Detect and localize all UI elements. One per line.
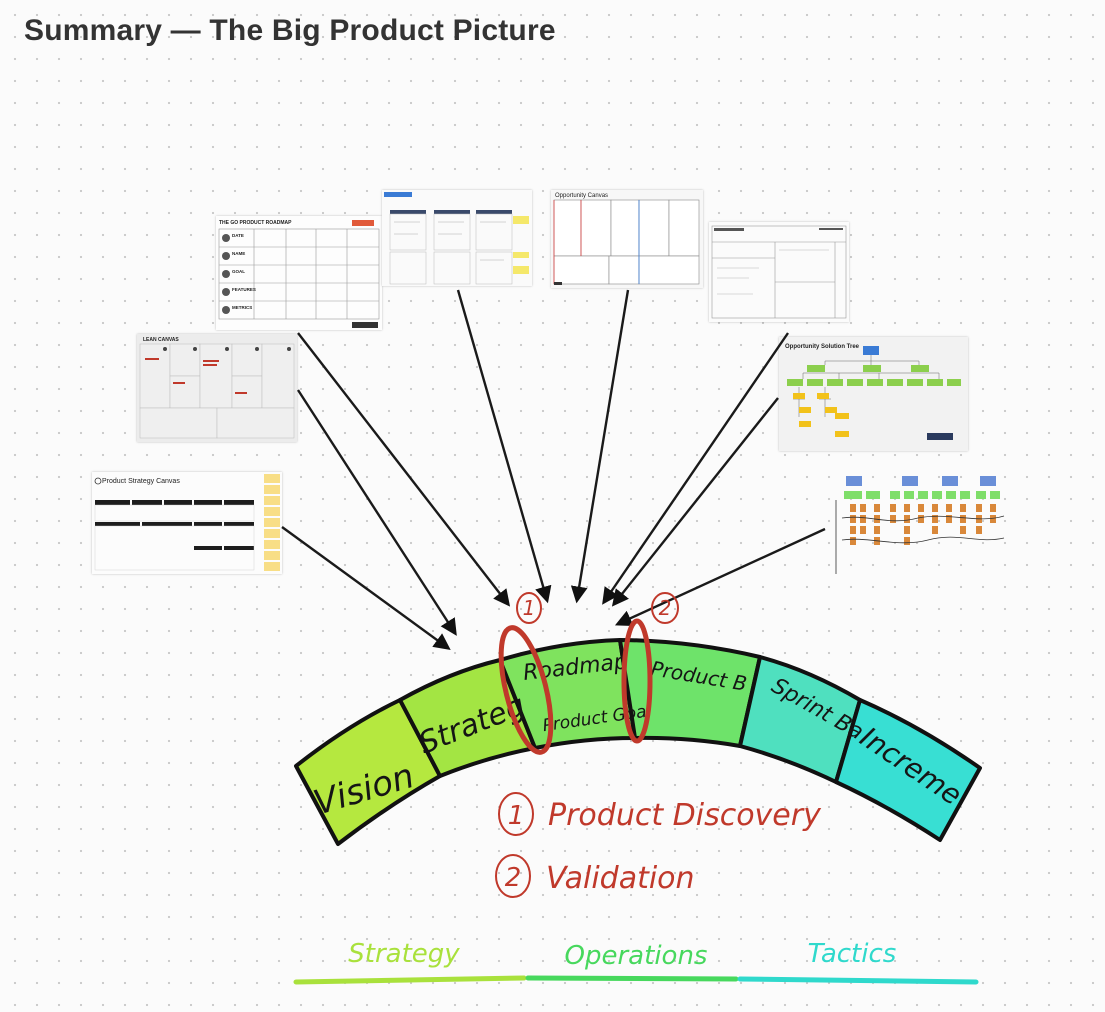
product-goal-canvas-thumbnail[interactable] [709, 222, 849, 322]
marker-number: 2 [659, 596, 672, 620]
legend-label-operations: Operations [565, 941, 708, 971]
arrow [570, 289, 630, 604]
impact-canvas-grid [384, 192, 529, 285]
page-title: Summary — The Big Product Picture [24, 14, 556, 47]
marker-ellipse-2 [621, 618, 653, 744]
segment-label-sprint-backlog: Sprint Backlog [0, 0, 867, 745]
roadmap-row-label: NAME [232, 251, 245, 256]
legend-label-tactics: Tactics [808, 939, 897, 969]
arrow [611, 397, 779, 607]
opportunity-canvas-grid [553, 199, 700, 285]
product-strategy-canvas-thumbnail[interactable]: Product Strategy Canvas [92, 472, 282, 574]
legend-line-strategy [293, 975, 527, 985]
arc-segment [834, 698, 982, 842]
arrow [297, 332, 511, 607]
arrow [281, 526, 451, 650]
segment-label-strategy: Strategy [0, 0, 530, 761]
opportunity-solution-tree-thumbnail[interactable]: Opportunity Solution Tree [779, 337, 968, 451]
roadmap-row-label: GOAL [232, 269, 245, 274]
key-number: 2 [505, 863, 522, 893]
roadmap-row-label: METRICS [232, 305, 252, 310]
lean-canvas-title: LEAN CANVAS [143, 337, 179, 343]
opportunity-solution-tree-title: Opportunity Solution Tree [785, 344, 859, 350]
product-roadmap-title: THE GO PRODUCT ROADMAP [219, 220, 292, 226]
roadmap-row-label: DATE [232, 233, 244, 238]
product-strategy-canvas-title: Product Strategy Canvas [102, 478, 180, 485]
strategy-canvas-grid [94, 474, 280, 571]
solution-tree-diagram [787, 346, 961, 440]
arrow [296, 389, 457, 636]
key-label-validation: Validation [546, 861, 695, 896]
opportunity-canvas-title: Opportunity Canvas [555, 193, 609, 199]
arrow [602, 332, 789, 605]
impact-canvas-thumbnail[interactable] [382, 190, 532, 286]
key-number: 1 [508, 801, 525, 831]
lean-canvas-grid [139, 343, 295, 439]
marker-ellipse-1 [498, 625, 554, 755]
roadmap-row-label: FEATURES [232, 287, 256, 292]
kanban-sketch-thumbnail[interactable] [828, 470, 1028, 586]
product-goal-canvas-grid [711, 225, 847, 319]
lean-canvas-thumbnail[interactable]: LEAN CANVAS [137, 334, 297, 442]
legend-label-strategy: Strategy [348, 939, 460, 969]
segment-label-product-backlog: Product Backlog [0, 0, 749, 696]
marker-number: 1 [523, 596, 536, 620]
product-roadmap-thumbnail[interactable]: THE GO PRODUCT ROADMAP DATE NAME GOAL FE… [216, 216, 382, 330]
legend-line-tactics [737, 976, 979, 985]
key-label-product-discovery: Product Discovery [548, 798, 822, 833]
opportunity-canvas-thumbnail[interactable]: Opportunity Canvas [551, 190, 703, 288]
arrow [614, 527, 826, 627]
roadmap-grid: DATE NAME GOAL FEATURES METRICS [218, 220, 380, 328]
legend-line-operations [525, 975, 739, 982]
arrow [456, 289, 552, 604]
